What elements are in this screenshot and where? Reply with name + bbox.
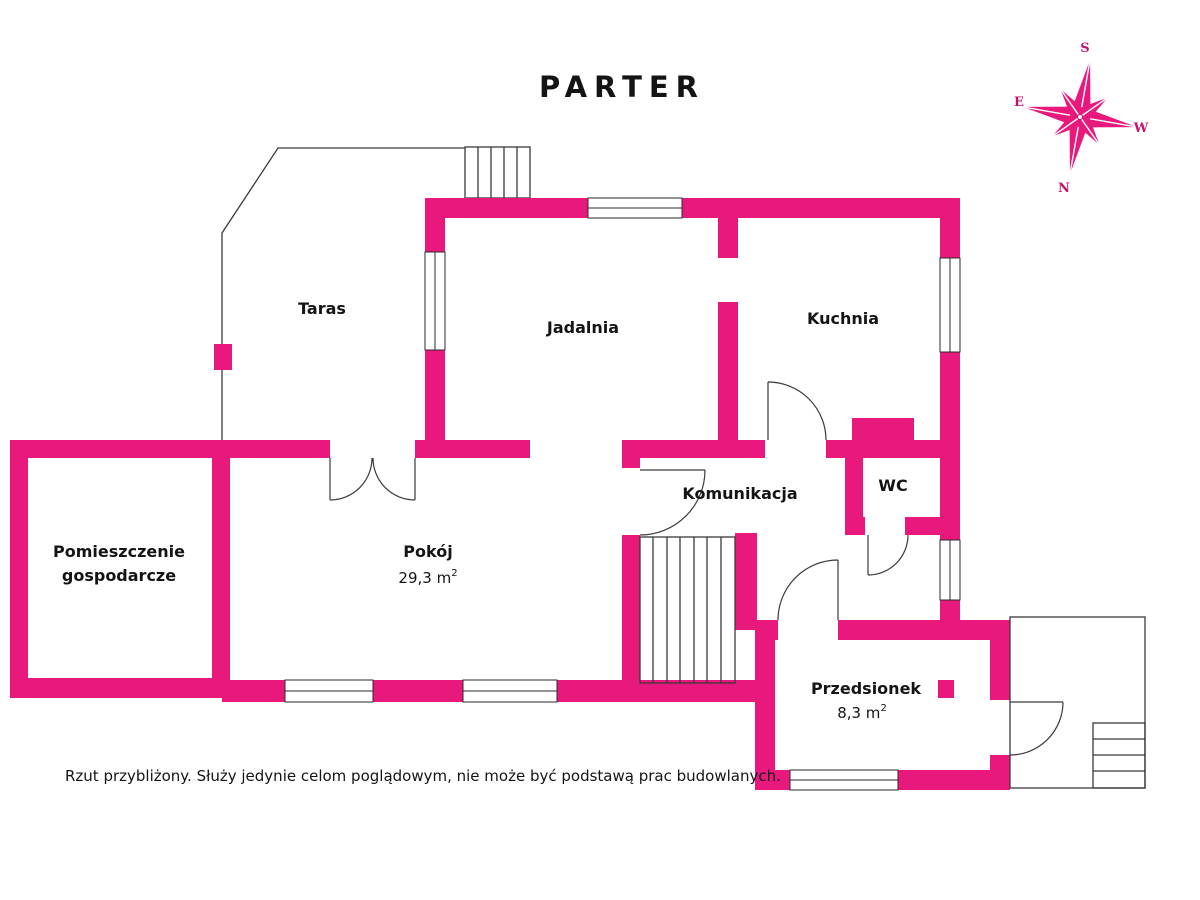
room-label-jadalnia: Jadalnia [546,318,619,337]
window [424,251,446,351]
room-label-pomieszczenie-line1: Pomieszczenie [53,542,185,561]
room-area-przedsionek: 8,3 m2 [837,703,887,722]
window [789,769,899,791]
doors [329,381,1064,756]
room-label-pokoj: Pokój [403,542,452,561]
terrace-outline [214,147,465,440]
compass-letter-east: E [1014,95,1024,110]
labels: PARTER Taras Jadalnia Kuchnia Komunikacj… [53,70,921,785]
room-label-przedsionek: Przedsionek [811,679,921,698]
door-terrace-right-leaf [372,457,416,501]
door-entrance [1009,701,1064,756]
door-stair-hall [639,469,706,536]
door-vestibule [777,559,839,621]
compass-letter-north: N [1058,181,1070,196]
room-label-taras: Taras [298,299,346,318]
room-label-kuchnia: Kuchnia [807,309,879,328]
window [939,257,961,353]
disclaimer-text: Rzut przybliżony. Służy jedynie celom po… [65,767,781,785]
compass-letter-south: S [1080,41,1089,56]
compass-rose: S E W N [1014,41,1149,196]
interior-staircase [639,536,736,684]
window [284,679,374,703]
door-terrace-left-leaf [329,457,373,501]
window [587,197,683,219]
room-area-pokoj: 29,3 m2 [398,568,457,587]
windows [284,197,961,791]
terrace-pillar [214,344,232,370]
compass-letter-west: W [1133,121,1149,136]
page-title: PARTER [539,70,705,104]
window [939,539,961,601]
window [462,679,558,703]
room-label-pomieszczenie-line2: gospodarcze [62,566,176,585]
terrace-steps [464,146,531,199]
porch [1009,616,1146,789]
door-wc [867,534,909,576]
room-label-komunikacja: Komunikacja [682,484,797,503]
room-label-wc: WC [878,476,907,495]
door-kitchen [767,381,827,441]
